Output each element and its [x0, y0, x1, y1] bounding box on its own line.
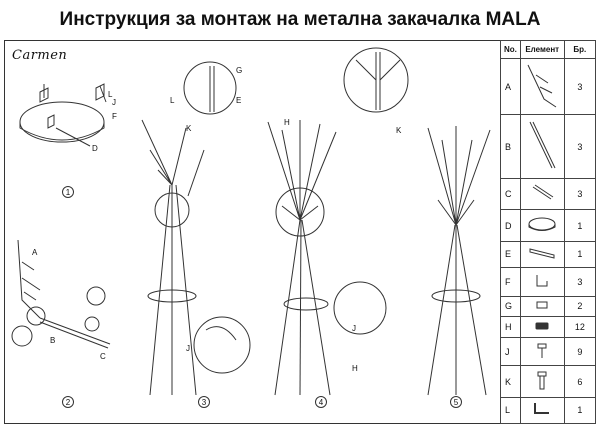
label-s1-d: D — [92, 144, 98, 153]
label-s4-j: J — [352, 324, 356, 333]
step5-finished-drawing — [427, 126, 491, 396]
label-s4-h-top: H — [284, 118, 290, 127]
table-row: K 6 — [500, 365, 597, 398]
table-row: G 2 — [500, 295, 597, 318]
label-s3-e: E — [236, 96, 242, 105]
parts-table-header: No. Елемент Бр. — [500, 40, 597, 59]
table-row: L 1 — [500, 396, 597, 425]
table-row: F 3 — [500, 266, 597, 297]
header-qty: Бр. — [563, 40, 597, 59]
label-s3-k: K — [186, 124, 192, 133]
step-number-3: 3 — [198, 396, 210, 408]
label-s4-k: K — [396, 126, 402, 135]
label-s2-a: A — [32, 248, 38, 257]
leg-tube-icon — [529, 121, 556, 168]
label-s1-j: J — [112, 98, 116, 107]
label-s2-b: B — [50, 336, 56, 345]
label-s3-l: L — [170, 96, 175, 105]
header-element: Елемент — [519, 40, 565, 59]
step3-tree-drawing — [141, 61, 251, 396]
step-number-2: 2 — [62, 396, 74, 408]
page-title: Инструкция за монтаж на метална закачалк… — [59, 9, 541, 30]
screw-icon — [537, 343, 547, 358]
table-row: C 3 — [500, 177, 597, 211]
table-row: A 3 — [500, 58, 597, 115]
connector-plate-icon — [529, 248, 555, 260]
label-s1-l: L — [108, 90, 113, 99]
branch-arm-icon — [527, 64, 557, 107]
parts-table: No. Елемент Бр. A 3 B 3 C 3 D 1 E 1 — [500, 40, 597, 425]
step-number-4: 4 — [315, 396, 327, 408]
step-number-1: 1 — [62, 186, 74, 198]
step-number-5: 5 — [450, 396, 462, 408]
assembly-drawing — [11, 47, 491, 396]
table-row: E 1 — [500, 240, 597, 268]
table-row: D 1 — [500, 209, 597, 242]
end-cap-icon — [536, 301, 548, 309]
round-base-icon — [528, 217, 556, 231]
short-tube-icon — [532, 184, 554, 200]
label-s4-h-bottom: H — [352, 364, 358, 373]
plug-cap-icon — [535, 322, 549, 330]
table-row: H 12 — [500, 316, 597, 338]
allen-key-icon — [534, 403, 550, 415]
step2-parts-drawing — [11, 239, 111, 349]
step4-tree-drawing — [267, 47, 409, 396]
bracket-icon — [536, 274, 548, 287]
label-s1-f: F — [112, 112, 117, 121]
label-s3-j: J — [186, 344, 190, 353]
brand-logo: Carmen — [12, 48, 68, 63]
table-row: B 3 — [500, 114, 597, 179]
table-row: J 9 — [500, 336, 597, 367]
step1-base-drawing — [19, 83, 107, 147]
instruction-frame — [4, 40, 596, 424]
header-no: No. — [500, 40, 521, 59]
label-s2-c: C — [100, 352, 106, 361]
bolt-icon — [537, 371, 547, 390]
label-s3-g: G — [236, 66, 243, 75]
